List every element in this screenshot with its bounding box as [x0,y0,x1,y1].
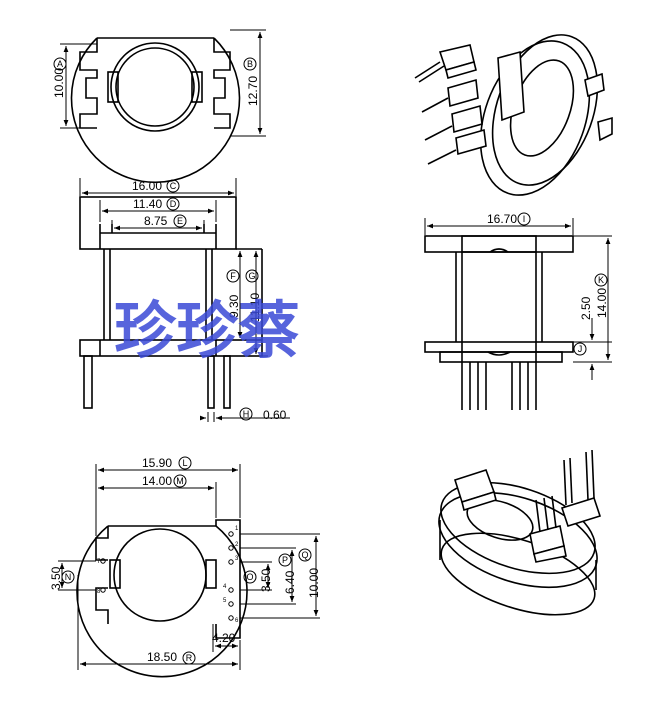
dim-c-value: 16.00 [132,179,162,193]
pin-5 [228,601,234,607]
watermark-text: 珍珍蔡 [114,294,300,367]
dim-f-label: F [230,271,236,281]
dim-p-value: 6.40 [283,570,297,594]
dim-h-value: 0.60 [263,408,287,422]
dim-d-label: D [170,199,177,209]
svg-text:1: 1 [235,526,239,532]
dim-e-label: E [177,216,183,226]
dim-k-label: K [598,275,604,285]
dim-l-label: L [182,458,187,468]
svg-text:5: 5 [223,598,227,604]
bottom-view: 7 8 1 2 3 4 5 6 15.90 L 14.00 M 3.50 N 3… [49,456,321,678]
dim-c-label: C [170,181,177,191]
dim-p-label: P [282,555,288,565]
svg-text:4: 4 [223,584,227,590]
dim-r-value: 18.50 [147,650,177,664]
dim-m-label: M [176,476,184,486]
svg-text:2: 2 [235,542,239,548]
pin-8 [100,587,106,593]
dim-a-label: A [57,59,63,69]
dim-e-value: 8.75 [144,214,168,228]
dim-a-value: 10.00 [52,68,66,98]
dim-a-marker [53,57,67,71]
top-view-flange-outline [70,37,241,183]
dim-f-value: 9.30 [227,294,241,318]
dim-b-label: B [247,59,253,69]
iso-view-top [414,34,613,196]
svg-text:3: 3 [235,556,239,562]
dim-4-20-value: 4.20 [212,631,236,645]
pin-7 [100,558,106,564]
dim-h-label: H [243,409,250,419]
dim-k-value: 14.00 [595,288,609,318]
top-view: 10.00 A 12.70 B [52,29,266,183]
bottom-view-center-hole [113,528,207,622]
pin-1 [228,531,234,537]
svg-text:6: 6 [235,618,239,624]
pin-6 [228,615,234,621]
dim-q-value: 10.00 [307,568,321,598]
front-view: 16.00 C 11.40 D 8.75 E F 9.30 G 11.10 H … [79,178,290,422]
dim-q-label: Q [301,550,308,560]
dim-j-label: J [578,344,583,354]
iso-view-bottom [438,449,602,616]
side-view: 16.70 I 2.50 J 14.00 K [424,212,612,410]
dim-r-label: R [186,653,193,663]
dim-d-value: 11.40 [133,197,162,211]
top-view-center-hole [115,47,195,127]
dim-b-value: 12.70 [246,76,260,106]
pin-4 [228,587,234,593]
pin-3 [228,559,234,565]
top-view-outer-ring [110,42,200,132]
dim-i-value: 16.70 [487,212,517,226]
dim-n-label: N [65,572,72,582]
dim-i-label: I [523,214,526,224]
dim-b-marker [243,57,257,71]
svg-text:7: 7 [97,559,101,565]
dim-g-value: 11.10 [248,293,262,322]
dim-o-value: 3.50 [259,568,273,592]
svg-text:8: 8 [97,589,101,595]
dim-l-value: 15.90 [142,456,172,470]
dim-g-label: G [248,271,255,281]
dim-o-label: O [246,572,253,582]
dim-m-value: 14.00 [142,474,172,488]
dim-n-value: 3.50 [49,566,63,590]
dim-j-value: 2.50 [579,296,593,320]
pin-2 [228,545,234,551]
